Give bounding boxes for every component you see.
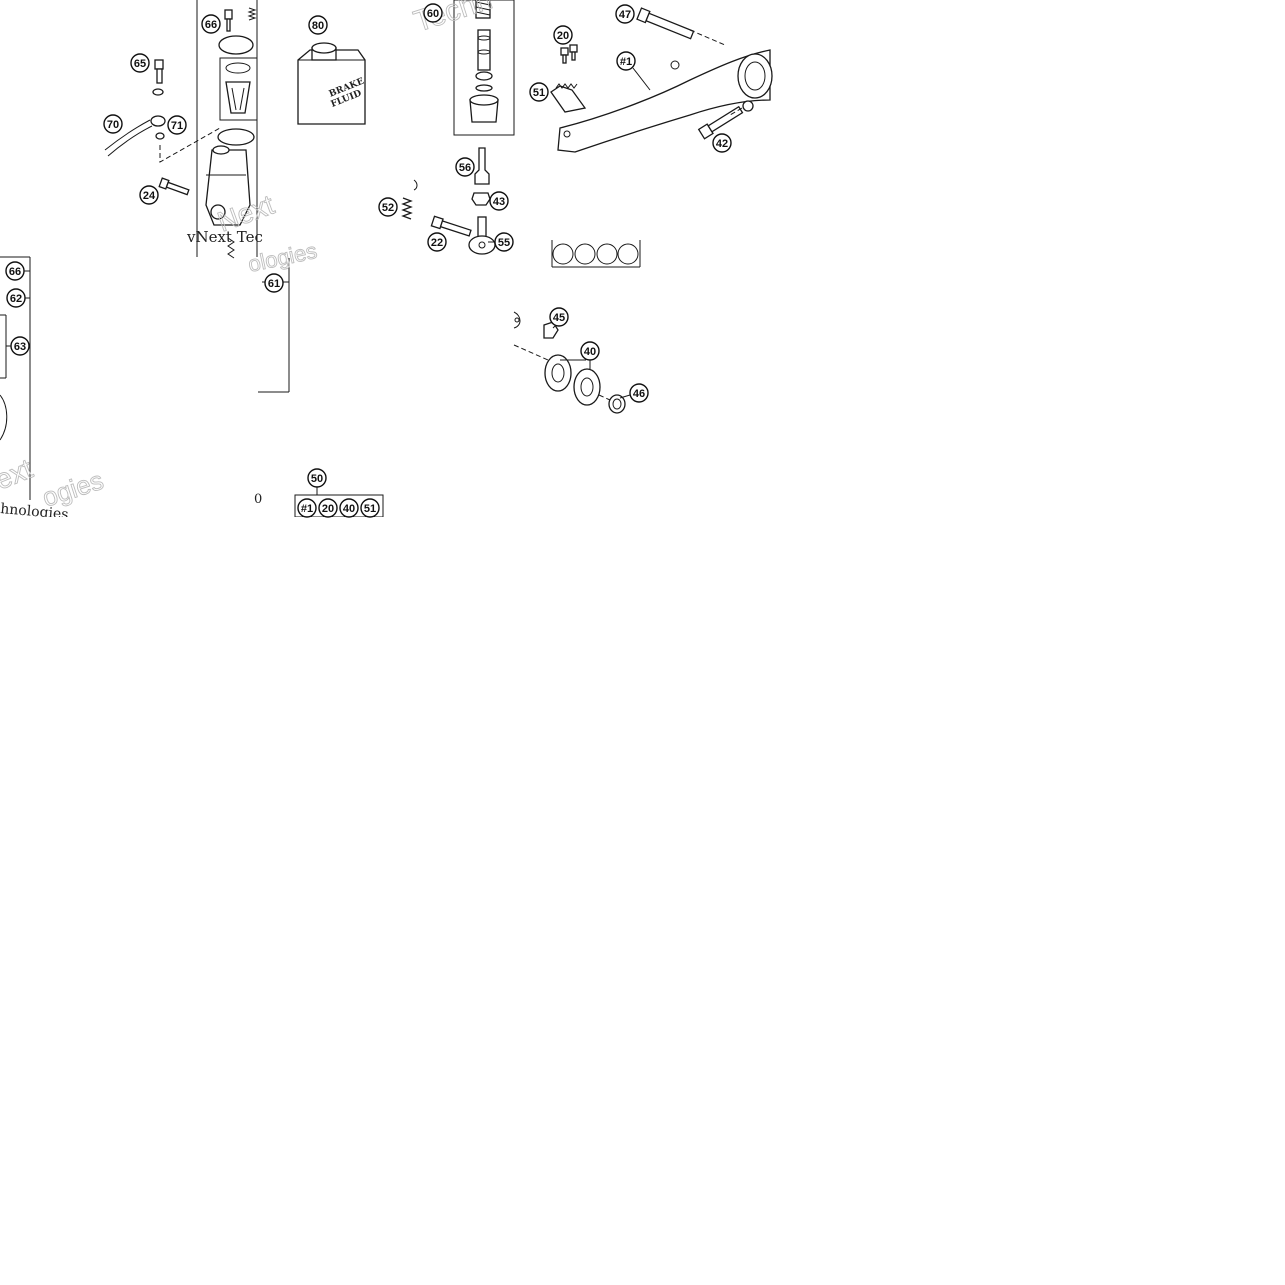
svg-text:45: 45 [553, 312, 565, 324]
svg-text:65: 65 [134, 58, 146, 70]
reservoir-filter [225, 81, 251, 114]
bearing-2 [573, 368, 601, 406]
svg-text:66: 66 [205, 19, 217, 31]
callout-66-left: 66 [5, 261, 25, 281]
pedal-arm [557, 49, 771, 153]
brake-fluid-can: BRAKE FLUID [297, 42, 366, 125]
reservoir-cap [218, 35, 254, 55]
callout-61: 61 [264, 273, 284, 293]
svg-text:71: 71 [171, 120, 183, 132]
clevis-eye [468, 235, 496, 255]
callout-52: 52 [378, 197, 398, 217]
callout-50: 50 [307, 468, 327, 488]
watermark-solid-1: vNext Tec [186, 228, 263, 246]
svg-text:20: 20 [557, 30, 569, 42]
brake-hose-assembly [104, 59, 221, 196]
callout-20: 20 [553, 25, 573, 45]
callout-62: 62 [6, 288, 26, 308]
callout-71: 71 [167, 115, 187, 135]
lock-nut [471, 192, 491, 206]
return-spring [401, 197, 413, 220]
callout-22: 22 [427, 232, 447, 252]
kit-item-3: 40 [343, 503, 355, 515]
watermarks: Techn Next ext ogies ologies vNext Tec h… [0, 0, 497, 523]
callout-60: 60 [423, 3, 443, 23]
banjo-fitting [150, 115, 166, 127]
leader-lines [6, 67, 651, 399]
kit-item-2: 20 [322, 503, 334, 515]
svg-text:42: 42 [716, 138, 728, 150]
svg-text:52: 52 [382, 202, 394, 214]
kit-box-fragment [551, 240, 641, 268]
bearing-assembly [513, 311, 626, 414]
pushrod [474, 147, 490, 185]
svg-text:61: 61 [268, 278, 280, 290]
svg-text:66: 66 [9, 266, 21, 278]
svg-text:24: 24 [143, 190, 156, 202]
callout-1: #1 [616, 51, 636, 71]
pivot-stack-panel [401, 0, 515, 255]
flange-bushing [608, 394, 626, 414]
callout-70: 70 [103, 114, 123, 134]
master-cylinder-panel [196, 0, 258, 259]
svg-text:60: 60 [427, 8, 439, 20]
svg-text:50: 50 [311, 473, 323, 485]
callout-51: 51 [529, 82, 549, 102]
watermark-outline-3: ext [0, 453, 37, 496]
bearing-1 [544, 354, 572, 392]
svg-text:22: 22 [431, 237, 443, 249]
lower-left-panel [0, 256, 290, 500]
callout-42: 42 [712, 133, 732, 153]
svg-text:80: 80 [312, 20, 324, 32]
callout-56: 56 [455, 157, 475, 177]
svg-text:#1: #1 [620, 56, 632, 68]
banjo-bolt-head [154, 59, 164, 70]
callout-80: 80 [308, 15, 328, 35]
watermark-cut-bubble: 0 [254, 492, 262, 507]
pedal-step [550, 85, 587, 113]
svg-text:47: 47 [619, 9, 631, 21]
callout-46: 46 [629, 383, 649, 403]
kit-item-1: #1 [301, 503, 313, 515]
svg-text:46: 46 [633, 388, 645, 400]
spring-pin [247, 7, 257, 21]
callout-43: 43 [489, 191, 509, 211]
part-number-callouts: 66 80 60 47 20 65 #1 51 70 71 42 24 56 4… [5, 3, 732, 488]
svg-text:55: 55 [498, 237, 510, 249]
pivot-hub [737, 53, 773, 99]
cylinder-spring [227, 237, 235, 259]
svg-text:40: 40 [584, 346, 596, 358]
svg-text:43: 43 [493, 196, 505, 208]
kit-50-contents: #1 20 40 51 [297, 498, 380, 518]
kit-item-4: 51 [364, 503, 376, 515]
callout-66-top: 66 [201, 14, 221, 34]
callout-47: 47 [615, 4, 635, 24]
svg-text:56: 56 [459, 162, 471, 174]
callout-55: 55 [494, 232, 514, 252]
callout-45: 45 [549, 307, 569, 327]
callout-63: 63 [10, 336, 30, 356]
brake-pedal [550, 7, 773, 153]
callout-24: 24 [139, 185, 159, 205]
callout-65: 65 [130, 53, 150, 73]
callout-40: 40 [580, 341, 600, 361]
svg-text:51: 51 [533, 87, 545, 99]
svg-text:63: 63 [14, 341, 26, 353]
svg-text:62: 62 [10, 293, 22, 305]
svg-text:70: 70 [107, 119, 119, 131]
